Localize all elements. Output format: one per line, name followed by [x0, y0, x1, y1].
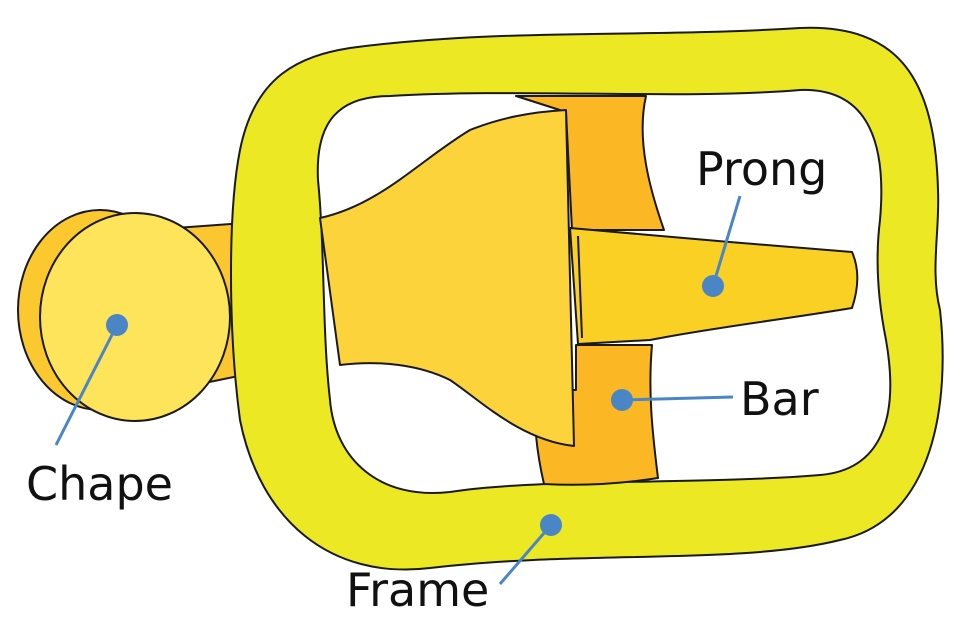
chape-leader — [54, 324, 119, 446]
chape-label: Chape — [26, 457, 173, 511]
prong-leader — [711, 195, 742, 287]
prong-label: Prong — [696, 142, 827, 196]
bar-marker — [611, 389, 633, 411]
frame-marker — [540, 514, 562, 536]
prong-base — [319, 109, 575, 447]
frame-leader — [498, 524, 553, 585]
chape — [17, 209, 231, 422]
prong-marker — [702, 275, 724, 297]
chape-face — [39, 212, 231, 422]
bar-top — [515, 95, 665, 231]
frame-label: Frame — [346, 563, 489, 617]
bar-leader — [621, 395, 734, 402]
chape-marker — [106, 314, 128, 336]
frame — [230, 26, 944, 571]
prong-edge — [577, 235, 583, 339]
bar-label: Bar — [740, 372, 819, 426]
